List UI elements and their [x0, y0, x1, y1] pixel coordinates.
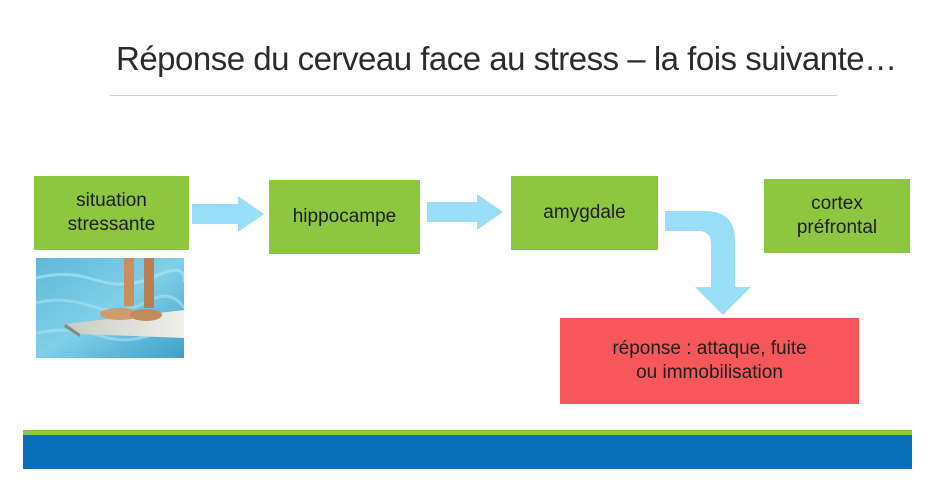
- title-divider: [110, 95, 837, 96]
- arrow-amygdale-to-reponse: [665, 211, 751, 315]
- diving-board-photo: [36, 258, 184, 358]
- slide-title: Réponse du cerveau face au stress – la f…: [116, 40, 897, 77]
- node-reponse: réponse : attaque, fuite ou immobilisati…: [560, 318, 859, 404]
- node-cortex-prefrontal: cortex préfrontal: [764, 179, 910, 253]
- node-cortex-label: cortex préfrontal: [796, 193, 878, 238]
- node-amygdale-label: amygdale: [543, 202, 626, 223]
- arrow-situation-to-hippocampe: [192, 196, 264, 232]
- node-situation-stressante: situation stressante: [34, 176, 189, 250]
- arrow-hippocampe-to-amygdale: [427, 194, 503, 230]
- footer-band-blue: [23, 435, 912, 469]
- node-amygdale: amygdale: [511, 176, 658, 250]
- footer-band-green: [23, 430, 912, 435]
- node-hippocampe-label: hippocampe: [292, 206, 397, 227]
- node-hippocampe: hippocampe: [269, 180, 420, 254]
- node-reponse-label: réponse : attaque, fuite ou immobilisati…: [612, 338, 807, 383]
- node-situation-label: situation stressante: [67, 190, 156, 235]
